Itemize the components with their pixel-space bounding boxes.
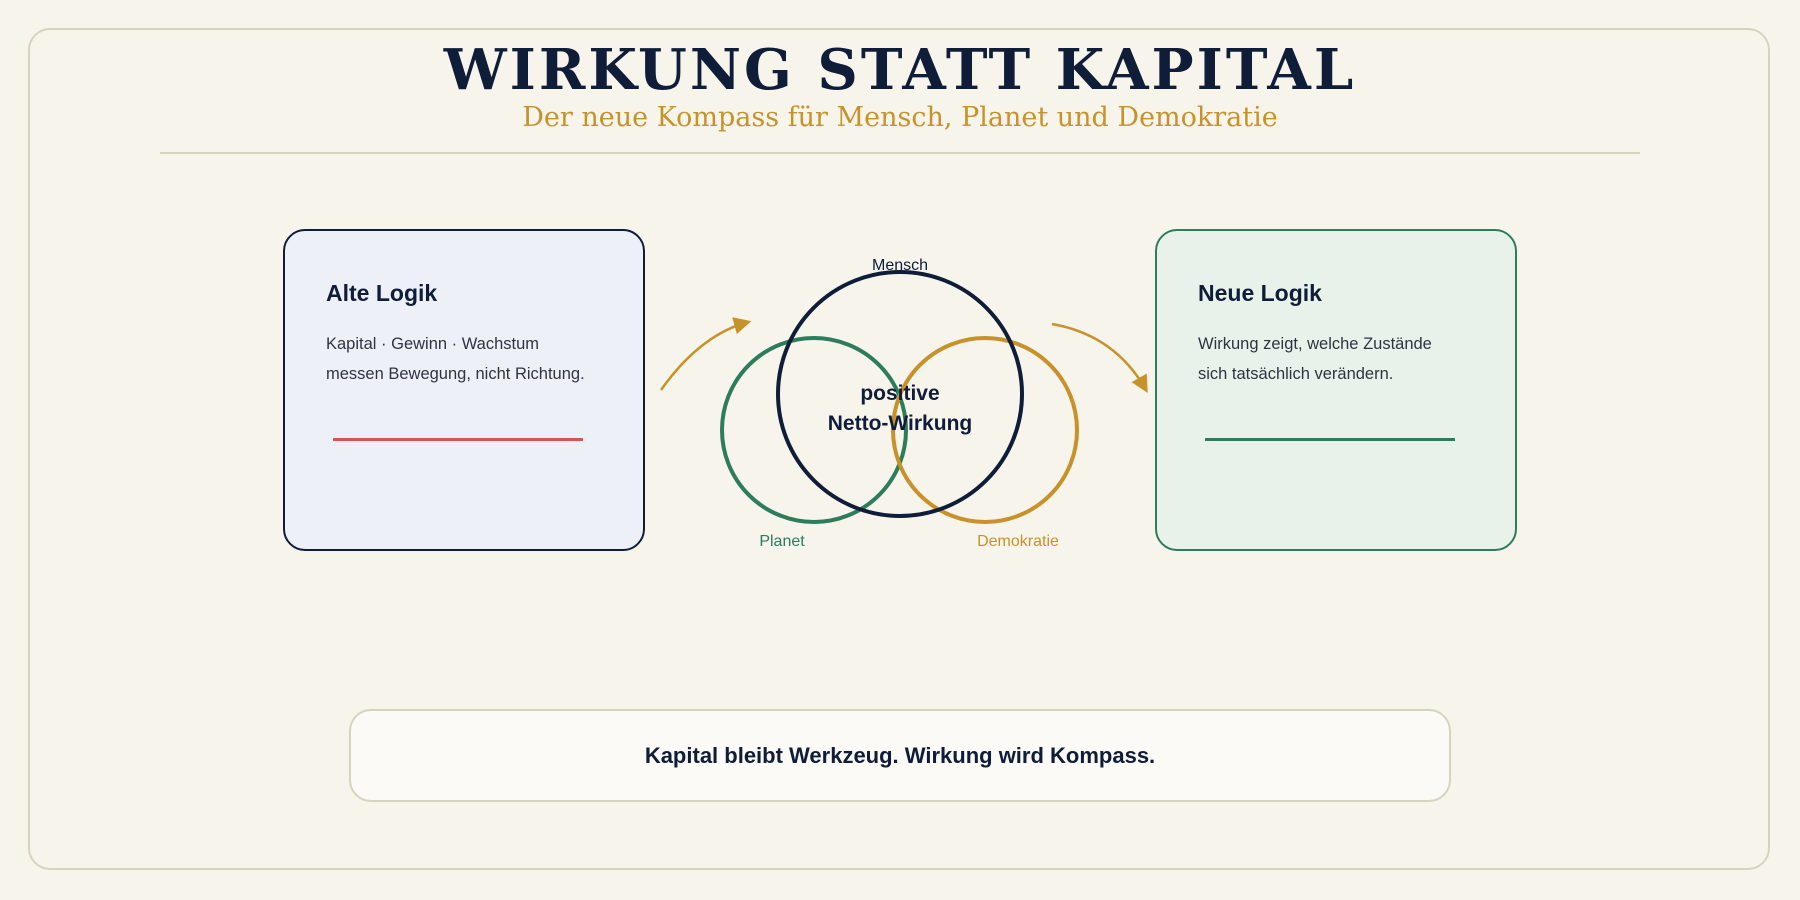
bottom-statement: Kapital bleibt Werkzeug. Wirkung wird Ko… [644, 743, 1156, 768]
old-logic-underline [333, 438, 583, 441]
demokratie-circle [891, 336, 1079, 524]
new-logic-underline [1205, 438, 1455, 441]
bottom-statement-box: Kapital bleibt Werkzeug. Wirkung wird Ko… [349, 709, 1451, 802]
demokratie-label: Demokratie [977, 533, 1059, 550]
page-title: WIRKUNG STATT KAPITAL [443, 37, 1357, 103]
old-logic-text: Kapital · Gewinn · Wachstum messen Beweg… [326, 329, 616, 389]
venn-center-line1: positive [860, 382, 939, 405]
mensch-label: Mensch [872, 257, 928, 274]
old-logic-card: Alte Logik Kapital · Gewinn · Wachstum m… [283, 229, 645, 551]
planet-label: Planet [759, 533, 805, 550]
planet-circle [720, 336, 908, 524]
old-logic-heading: Alte Logik [326, 280, 438, 306]
new-logic-text-line1: Wirkung zeigt, welche Zustände [1198, 335, 1432, 353]
new-logic-text-line2: sich tatsächlich verändern. [1198, 365, 1394, 383]
new-logic-heading: Neue Logik [1198, 280, 1322, 306]
page-frame [28, 28, 1770, 870]
right-arrow [1051, 322, 1148, 394]
mensch-circle [776, 270, 1024, 518]
old-logic-text-line2: messen Bewegung, nicht Richtung. [326, 365, 585, 383]
new-logic-text: Wirkung zeigt, welche Zustände sich tats… [1198, 329, 1488, 389]
header-divider [160, 152, 1640, 154]
new-logic-card: Neue Logik Wirkung zeigt, welche Zuständ… [1155, 229, 1517, 551]
old-logic-text-line1: Kapital · Gewinn · Wachstum [326, 335, 540, 353]
venn-center-line2: Netto-Wirkung [828, 412, 972, 435]
left-arrow [659, 317, 752, 391]
page-subtitle: Der neue Kompass für Mensch, Planet und … [522, 102, 1278, 133]
